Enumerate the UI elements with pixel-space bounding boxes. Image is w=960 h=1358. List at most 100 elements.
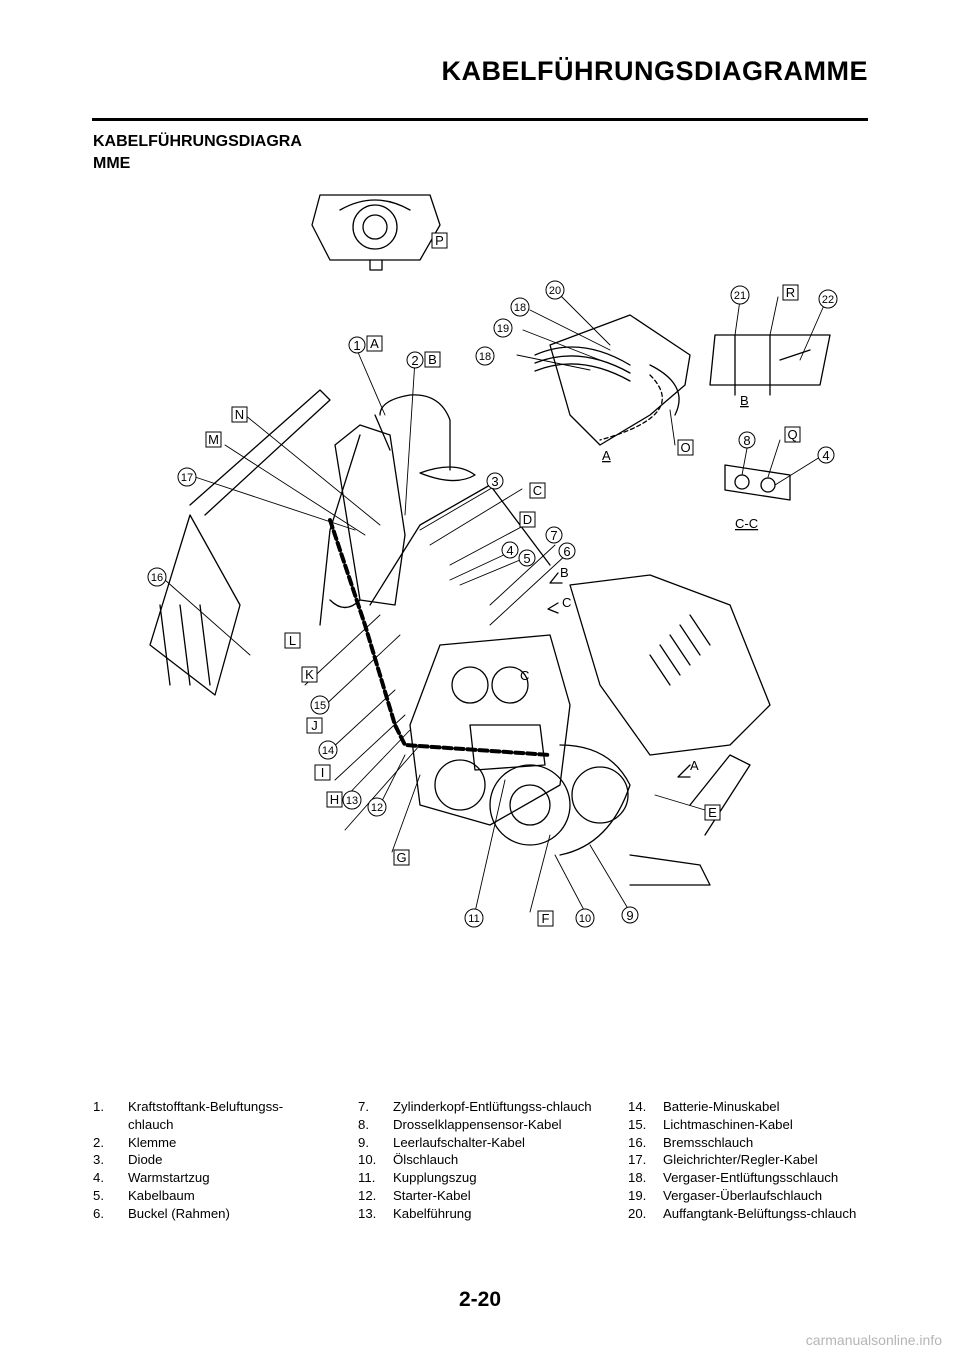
callout-10: 10 — [575, 908, 595, 928]
svg-text:13: 13 — [346, 795, 358, 807]
svg-text:9: 9 — [626, 908, 633, 923]
svg-text:16: 16 — [151, 572, 163, 584]
svg-text:3: 3 — [491, 474, 498, 489]
legend-column-1: 1.Kraftstofftank-Beluftungss-chlauch 2.K… — [93, 1098, 328, 1223]
section-label-b: B — [740, 393, 749, 408]
svg-text:14: 14 — [322, 745, 334, 757]
letter-l: L — [284, 632, 301, 649]
legend-item: 12.Starter-Kabel — [358, 1187, 471, 1203]
svg-text:17: 17 — [181, 472, 193, 484]
letter-o: O — [677, 439, 694, 456]
callout-20: 20 — [545, 280, 565, 300]
section-title-text: KABELFÜHRUNGSDIAGRA MME — [93, 133, 302, 172]
svg-text:11: 11 — [468, 913, 479, 925]
svg-text:L: L — [289, 633, 296, 648]
legend-item: 15.Lichtmaschinen-Kabel — [628, 1116, 793, 1132]
letter-q: Q — [784, 426, 801, 443]
svg-text:J: J — [311, 718, 318, 733]
legend-item: 18.Vergaser-Entlüftungsschlauch — [628, 1170, 839, 1186]
marker-b: B — [560, 565, 569, 580]
page-number: 2-20 — [458, 1288, 502, 1311]
svg-text:N: N — [235, 407, 244, 422]
callout-15: 15 — [310, 695, 330, 715]
section-b-detail — [709, 334, 831, 396]
callout-3: 3 — [486, 472, 504, 490]
carburetor-detail — [534, 314, 691, 446]
letter-d: D — [519, 511, 536, 528]
svg-text:O: O — [680, 440, 690, 455]
legend-item: 17.Gleichrichter/Regler-Kabel — [628, 1152, 818, 1168]
svg-text:5: 5 — [523, 551, 530, 566]
legend-column-2: 7.Zylinderkopf-Entlüftungss-chlauch 8.Dr… — [358, 1098, 593, 1223]
callout-5: 5 — [518, 549, 536, 567]
section-label-a: A — [602, 448, 611, 463]
svg-text:19: 19 — [497, 323, 509, 335]
legend-item: 9.Leerlaufschalter-Kabel — [358, 1134, 525, 1150]
callout-22: 22 — [818, 289, 838, 309]
svg-text:P: P — [435, 233, 444, 248]
legend-item: 6.Buckel (Rahmen) — [93, 1205, 230, 1221]
callout-12: 12 — [367, 797, 387, 817]
legend-item: 16.Bremsschlauch — [628, 1134, 754, 1150]
leader-lines — [164, 289, 826, 913]
section-cc-detail — [724, 464, 791, 501]
letter-k: K — [301, 666, 318, 683]
watermark: carmanualsonline.info — [805, 1332, 942, 1348]
callout-6: 6 — [558, 542, 576, 560]
marker-c2: C — [520, 668, 529, 683]
legend-item: 19.Vergaser-Überlaufschlauch — [628, 1187, 823, 1203]
svg-text:E: E — [708, 805, 717, 820]
legend-item: 11.Kupplungszug — [358, 1170, 477, 1186]
callout-4-cc: 4 — [817, 446, 835, 464]
svg-text:G: G — [396, 850, 406, 865]
marker-a: A — [690, 758, 699, 773]
letter-g: G — [393, 849, 410, 866]
svg-text:4: 4 — [822, 448, 829, 463]
svg-text:H: H — [330, 792, 339, 807]
legend-item: 14.Batterie-Minuskabel — [628, 1099, 780, 1114]
callout-4: 4 — [501, 541, 519, 559]
arrow-a — [677, 764, 691, 778]
letter-i: I — [314, 764, 331, 781]
callout-11: 11 — [464, 908, 484, 928]
letter-a: A — [366, 335, 383, 352]
callout-14: 14 — [318, 740, 338, 760]
legend-item: 4.Warmstartzug — [93, 1170, 210, 1186]
legend-item: 5.Kabelbaum — [93, 1187, 195, 1203]
svg-text:15: 15 — [314, 700, 326, 712]
legend-item: 10.Ölschlauch — [358, 1152, 459, 1168]
callout-8: 8 — [738, 431, 756, 449]
svg-text:8: 8 — [743, 433, 750, 448]
letter-f: F — [537, 910, 554, 927]
fuel-tank-ellipse — [419, 466, 476, 482]
letter-m: M — [205, 431, 222, 448]
legend-item: 13.Kabelführung — [358, 1205, 472, 1221]
letter-p: P — [431, 232, 448, 249]
svg-text:6: 6 — [563, 544, 570, 559]
svg-text:M: M — [208, 432, 219, 447]
callout-13: 13 — [342, 790, 362, 810]
legend-item: 7.Zylinderkopf-Entlüftungss-chlauch — [358, 1099, 592, 1114]
svg-text:10: 10 — [579, 913, 591, 925]
legend-item: 3.Diode — [93, 1152, 163, 1168]
letter-j: J — [306, 717, 323, 734]
headlight-detail — [311, 194, 441, 271]
callout-1: 1 — [348, 336, 366, 354]
callout-16: 16 — [147, 567, 167, 587]
letter-r: R — [782, 284, 799, 301]
header-title: KABELFÜHRUNGSDIAGRAMME — [441, 56, 868, 86]
svg-text:2: 2 — [411, 353, 418, 368]
callout-18a: 18 — [510, 297, 530, 317]
svg-text:21: 21 — [734, 290, 746, 302]
svg-text:7: 7 — [550, 528, 557, 543]
svg-text:I: I — [321, 765, 325, 780]
section-title: KABELFÜHRUNGSDIAGRA MME — [93, 131, 353, 175]
legend-item: 2.Klemme — [93, 1134, 177, 1150]
svg-text:D: D — [523, 512, 532, 527]
svg-text:A: A — [370, 336, 379, 351]
legend-item: 20.Auffangtank-Belüftungss-chlauch — [628, 1205, 857, 1221]
header-rule — [92, 118, 868, 121]
airbox — [569, 574, 771, 886]
callout-17: 17 — [177, 467, 197, 487]
engine — [409, 634, 631, 856]
